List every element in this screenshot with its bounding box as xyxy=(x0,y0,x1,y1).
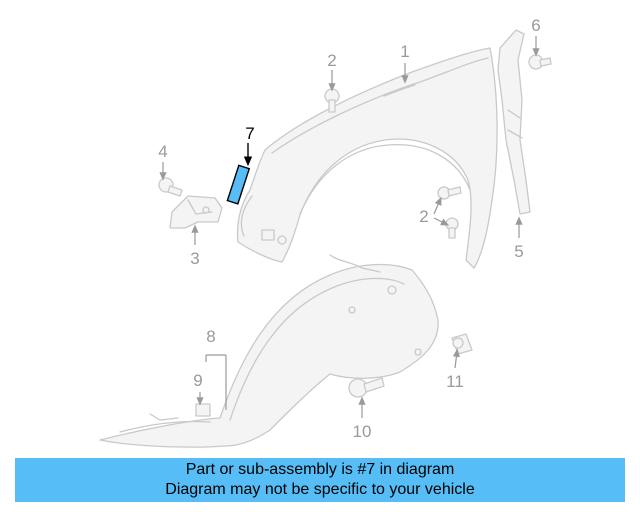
bolt-part-2-lower-b xyxy=(445,217,459,239)
callout-9: 9 xyxy=(193,371,202,390)
callout-5: 5 xyxy=(514,242,523,261)
bolt-part-10 xyxy=(348,377,385,398)
callout-2-lower: 2 xyxy=(419,207,428,226)
fender-liner-part xyxy=(99,254,439,448)
leader-11 xyxy=(452,348,460,369)
leader-2b-upper xyxy=(433,196,442,215)
leader-8 xyxy=(205,354,227,410)
push-clip-part xyxy=(451,333,473,355)
leader-2b-lower xyxy=(433,217,450,226)
callout-2-top: 2 xyxy=(327,51,336,70)
bracket-part xyxy=(169,195,223,229)
callout-10: 10 xyxy=(353,422,372,441)
bolt-part-4 xyxy=(158,177,183,197)
callout-4: 4 xyxy=(158,142,167,161)
parts-diagram: 1 2 2 3 4 5 6 7 8 9 10 11 xyxy=(99,16,552,448)
callout-8: 8 xyxy=(206,327,215,346)
caption-banner: Part or sub-assembly is #7 in diagram Di… xyxy=(15,458,625,502)
caption-line-2: Diagram may not be specific to your vehi… xyxy=(165,481,475,498)
clip-part xyxy=(195,403,211,417)
caption-line-1: Part or sub-assembly is #7 in diagram xyxy=(185,461,455,478)
fender-part xyxy=(236,47,498,269)
bolt-part-6 xyxy=(528,54,552,70)
highlighted-part-7 xyxy=(226,164,251,205)
side-bracket-part xyxy=(497,29,531,215)
callout-7: 7 xyxy=(245,124,254,143)
callout-11: 11 xyxy=(446,372,464,391)
callout-1: 1 xyxy=(400,42,409,61)
bolt-part-2-lower-a xyxy=(437,186,462,200)
callout-6: 6 xyxy=(531,16,540,35)
callout-3: 3 xyxy=(190,249,199,268)
